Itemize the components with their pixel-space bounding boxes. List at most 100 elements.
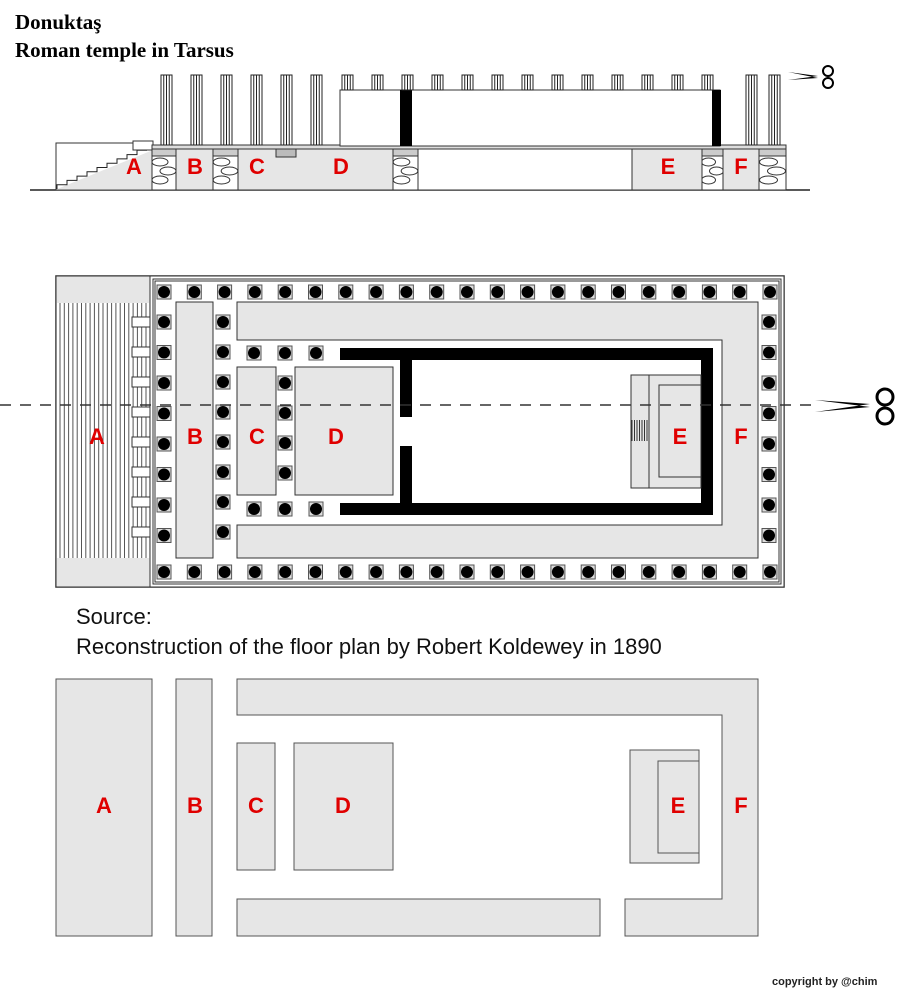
stair-buttress bbox=[131, 436, 151, 448]
plan-column bbox=[521, 566, 534, 578]
schematic-region-e-inner bbox=[657, 760, 700, 854]
plan-column bbox=[309, 286, 322, 298]
elev-label-f: F bbox=[734, 154, 747, 179]
cella-wall-back bbox=[712, 90, 721, 146]
rubble-stone bbox=[767, 166, 786, 176]
plan-column bbox=[400, 286, 413, 298]
plan-column bbox=[430, 566, 443, 578]
plan-column bbox=[217, 436, 229, 448]
plan-column bbox=[218, 566, 231, 578]
plan-column bbox=[582, 566, 595, 578]
elev-void bbox=[417, 148, 633, 191]
cella-wall bbox=[339, 89, 721, 147]
schematic-label-e: E bbox=[671, 793, 686, 818]
plan-column bbox=[763, 377, 775, 389]
plan-label-b: B bbox=[187, 424, 203, 449]
altar-inner bbox=[658, 384, 702, 478]
plan-column bbox=[612, 286, 625, 298]
plan-column bbox=[370, 286, 383, 298]
stair-buttress bbox=[131, 346, 151, 358]
rubble-stone bbox=[701, 175, 716, 185]
title-line-1: Donuktaş bbox=[15, 10, 102, 34]
stair-buttress bbox=[131, 376, 151, 388]
plan-column bbox=[642, 286, 655, 298]
plan-label-d: D bbox=[328, 424, 344, 449]
plan-column bbox=[158, 286, 170, 298]
plan-column bbox=[217, 496, 229, 508]
plan-column bbox=[217, 316, 229, 328]
plan-column bbox=[248, 286, 261, 298]
elev-block-e bbox=[631, 148, 703, 191]
plan-region-d bbox=[294, 366, 394, 496]
plan-column bbox=[217, 466, 229, 478]
plan-column bbox=[279, 566, 292, 578]
scissors-icon bbox=[788, 65, 834, 89]
plan-label-a: A bbox=[89, 424, 105, 449]
schematic-label-d: D bbox=[335, 793, 351, 818]
plan-column bbox=[461, 286, 473, 298]
source-text: Reconstruction of the floor plan by Robe… bbox=[76, 634, 662, 659]
plan-column bbox=[248, 566, 261, 578]
rubble-cap bbox=[151, 148, 177, 157]
rubble-stone bbox=[759, 175, 778, 185]
rubble-cap bbox=[392, 148, 419, 157]
plan-column bbox=[339, 286, 352, 298]
rubble-stone bbox=[159, 166, 177, 176]
plan-column bbox=[310, 347, 322, 359]
rubble-stone bbox=[759, 157, 778, 167]
podium-inner-1 bbox=[152, 278, 782, 585]
title-line-2: Roman temple in Tarsus bbox=[15, 38, 234, 62]
plan-column bbox=[642, 566, 655, 578]
elev-block-f bbox=[722, 148, 760, 191]
plan-column bbox=[279, 347, 291, 359]
schematic-label-f: F bbox=[734, 793, 747, 818]
plan-column bbox=[158, 316, 170, 328]
plan-column bbox=[763, 316, 775, 328]
plan-column bbox=[491, 286, 504, 298]
plan-column bbox=[339, 566, 352, 578]
elev-notch bbox=[275, 148, 297, 158]
rubble-stone bbox=[392, 175, 411, 185]
plan-column bbox=[158, 438, 170, 450]
plan-column bbox=[763, 438, 775, 450]
stair-steps bbox=[56, 149, 147, 189]
plan-label-c: C bbox=[249, 424, 265, 449]
scissors-icon bbox=[815, 387, 895, 426]
podium-inner-2 bbox=[154, 280, 780, 583]
plan-column bbox=[763, 346, 775, 359]
plan-column bbox=[217, 526, 229, 538]
plan-column bbox=[733, 566, 746, 578]
schematic-region-a bbox=[55, 678, 153, 937]
stair-buttress bbox=[131, 496, 151, 508]
plan-stair-lines bbox=[57, 303, 151, 558]
plan-column bbox=[763, 407, 775, 420]
plan-label-e: E bbox=[673, 424, 688, 449]
rubble-stone bbox=[709, 166, 724, 176]
rubble-cap bbox=[212, 148, 239, 157]
rubble-stone bbox=[212, 175, 231, 185]
cella-wall-front bbox=[400, 90, 412, 146]
plan-column bbox=[188, 566, 201, 578]
plan-column bbox=[279, 437, 291, 449]
plan-column bbox=[461, 566, 473, 578]
stair-top bbox=[132, 140, 154, 151]
plan-column bbox=[158, 468, 170, 481]
copyright-text: copyright by @chim bbox=[772, 976, 878, 988]
elev-label-e: E bbox=[661, 154, 676, 179]
plan-column bbox=[703, 286, 716, 298]
schematic-region-bottom bbox=[236, 898, 601, 937]
plan-column bbox=[763, 468, 775, 481]
plan-label-f: F bbox=[734, 424, 747, 449]
elevation-section: A B C D E F bbox=[30, 65, 834, 191]
rubble-stone bbox=[701, 157, 716, 167]
rubble-cap bbox=[758, 148, 787, 157]
rubble-stone bbox=[151, 175, 169, 185]
plan-column bbox=[218, 286, 231, 298]
plan-column bbox=[733, 286, 746, 298]
stair-buttress bbox=[131, 316, 151, 328]
rubble-stone bbox=[151, 157, 169, 167]
elev-label-b: B bbox=[187, 154, 203, 179]
elevation-columns bbox=[160, 74, 781, 146]
plan-column bbox=[673, 566, 686, 578]
